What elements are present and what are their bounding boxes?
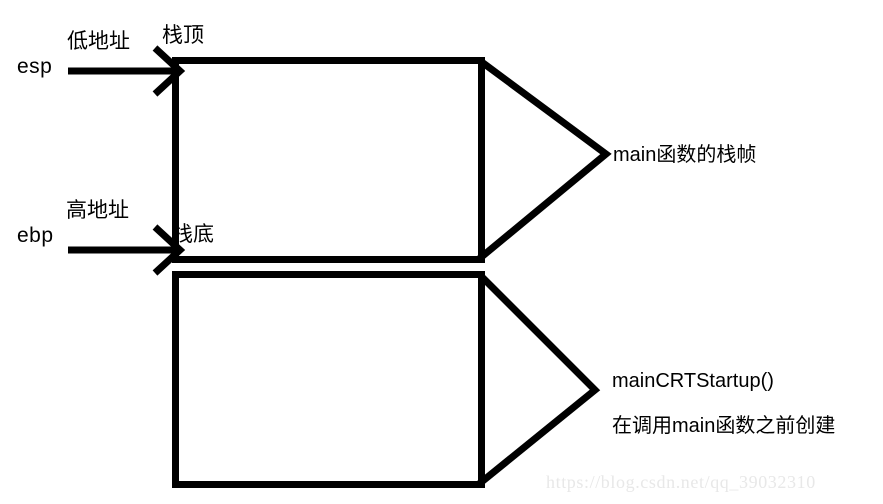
ebp-register-label: ebp [17, 224, 54, 247]
esp-arrow-head [152, 45, 186, 97]
main-frame-brace [476, 57, 612, 262]
stack-top-label: 栈顶 [162, 24, 204, 47]
ebp-arrow-head [152, 224, 186, 276]
csdn-watermark: https://blog.csdn.net/qq_39032310 [546, 472, 816, 492]
stack-bottom-label: 栈底 [172, 223, 214, 246]
crt-startup-frame-box [172, 271, 485, 488]
main-crt-startup-label: mainCRTStartup() [612, 370, 774, 392]
low-address-label: 低地址 [67, 30, 130, 53]
crt-startup-brace [476, 271, 601, 487]
esp-register-label: esp [17, 55, 53, 78]
main-stack-frame-box [172, 57, 485, 263]
high-address-label: 高地址 [66, 199, 129, 222]
main-function-frame-label: main函数的栈帧 [613, 144, 757, 166]
crt-startup-description-label: 在调用main函数之前创建 [612, 415, 836, 437]
